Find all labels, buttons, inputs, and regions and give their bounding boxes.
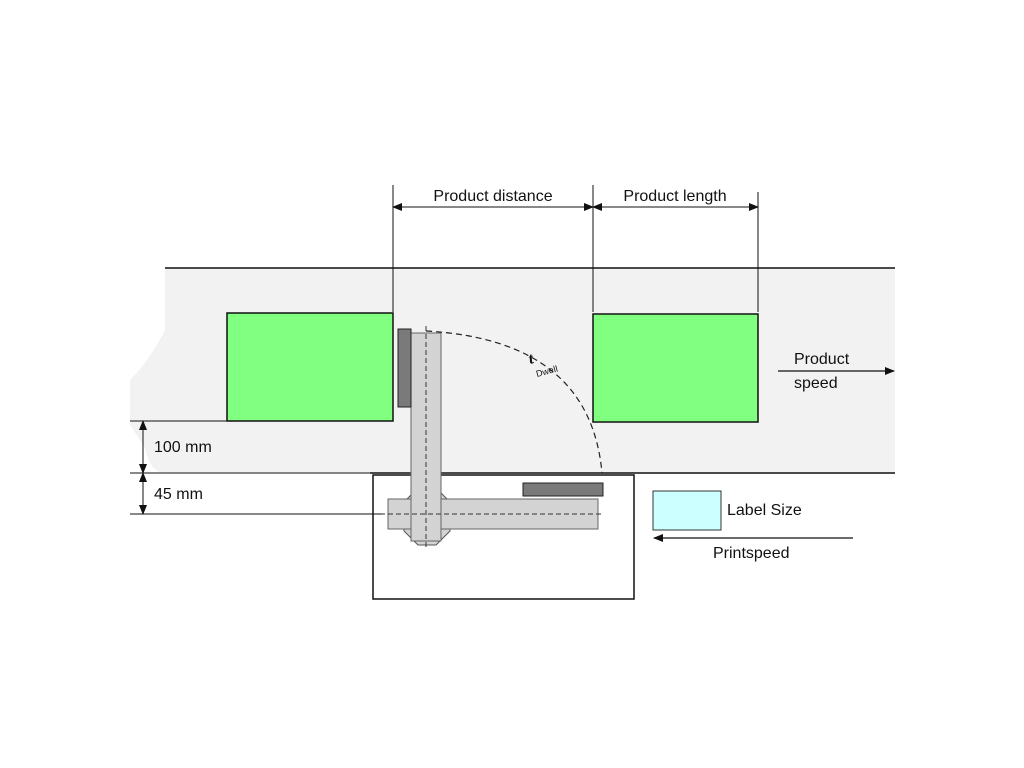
product-speed-label-line2: speed: [794, 375, 838, 392]
printspeed-label: Printspeed: [713, 545, 790, 562]
product-box-left: [226, 312, 394, 422]
dwell-swing-arc: [425, 330, 603, 474]
product-length-label: Product length: [623, 188, 726, 205]
applicator-arm-apply: [410, 332, 442, 542]
dwell-symbol: t: [527, 350, 536, 368]
gap-100-label: 100 mm: [154, 439, 212, 456]
product-box-right: [592, 313, 759, 423]
label-size-label: Label Size: [727, 502, 802, 519]
product-speed-label-line1: Product: [794, 351, 850, 368]
tamp-pad-apply: [397, 328, 412, 408]
label-size-swatch: [652, 490, 722, 531]
gap-45-label: 45 mm: [154, 486, 203, 503]
tamp-pad-home: [522, 482, 604, 497]
product-distance-label: Product distance: [433, 188, 552, 205]
